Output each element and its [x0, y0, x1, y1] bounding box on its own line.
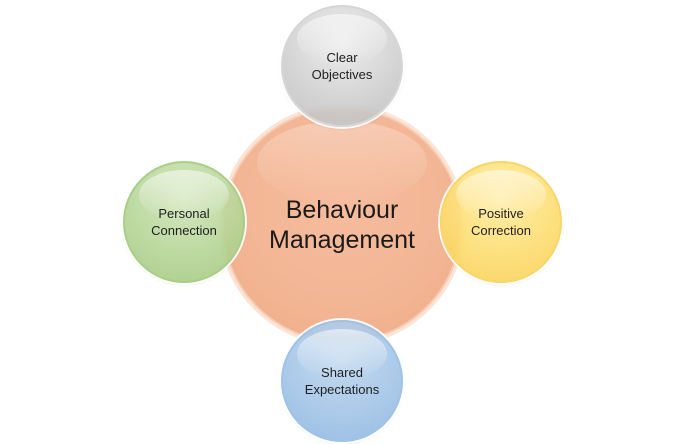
satellite-circle-positive-correction: Positive Correction — [440, 161, 562, 283]
satellite-circle-personal-connection: Personal Connection — [123, 161, 245, 283]
satellite-circle-clear-objectives: Clear Objectives — [281, 5, 403, 127]
satellite-circle-shared-expectations: Shared Expectations — [281, 320, 403, 442]
center-circle-gloss — [257, 120, 427, 205]
satellite-label-left: Personal Connection — [151, 206, 217, 238]
satellite-label-top: Clear Objectives — [311, 50, 373, 82]
center-circle-label: Behaviour Management — [269, 196, 415, 254]
satellite-label-bottom: Shared Expectations — [304, 365, 380, 397]
satellite-label-right: Positive Correction — [471, 206, 531, 238]
center-circle-behaviour-management: Behaviour Management — [222, 107, 462, 343]
